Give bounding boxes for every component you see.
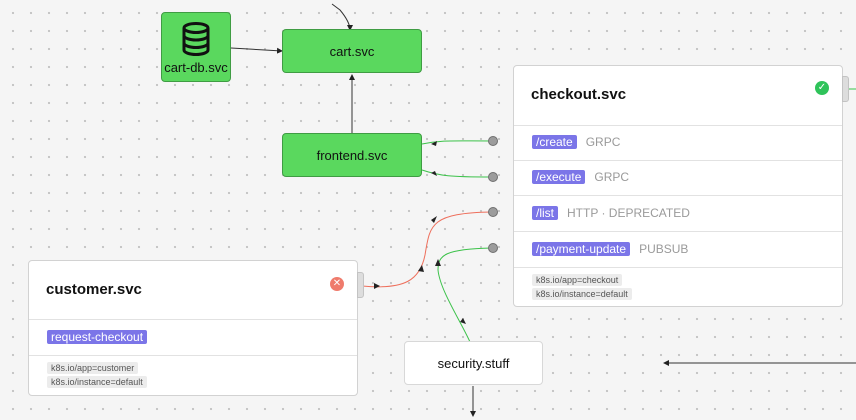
checkout-title: checkout.svc xyxy=(531,86,627,103)
customer-output-handle[interactable] xyxy=(357,272,364,298)
endpoint-protocol: PUBSUB xyxy=(639,242,689,256)
port-create[interactable] xyxy=(488,136,498,146)
divider xyxy=(514,267,842,268)
close-icon[interactable]: ✕ xyxy=(330,277,344,291)
cart-label: cart.svc xyxy=(329,43,375,59)
port-payment-update[interactable] xyxy=(488,243,498,253)
port-execute[interactable] xyxy=(488,172,498,182)
cart-db-label: cart-db.svc xyxy=(164,59,228,75)
endpoint-protocol: GRPC xyxy=(585,135,621,149)
divider xyxy=(29,355,357,356)
k8s-label-chip: k8s.io/instance=default xyxy=(47,376,147,388)
divider xyxy=(29,319,357,320)
edge-security-to-payment xyxy=(437,247,493,343)
k8s-label-chip: k8s.io/app=customer xyxy=(47,362,139,374)
endpoint-protocol: HTTP · DEPRECATED xyxy=(567,206,690,220)
customer-card[interactable]: customer.svc ✕ request-checkout k8s.io/a… xyxy=(28,260,358,396)
endpoint-path: /create xyxy=(532,135,577,149)
database-icon xyxy=(182,21,210,56)
edge-frontend-to-execute xyxy=(421,169,493,178)
check-icon: ✓ xyxy=(815,81,829,95)
divider xyxy=(514,195,842,196)
k8s-label-chip: k8s.io/instance=default xyxy=(532,288,632,300)
security-label: security.stuff xyxy=(437,355,510,371)
k8s-label-chip: k8s.io/app=checkout xyxy=(532,274,623,286)
divider xyxy=(514,160,842,161)
edge-frontend-to-create xyxy=(421,140,493,145)
edge-customer-to-list xyxy=(361,211,493,288)
endpoint-payment-update-row[interactable]: /payment-update PUBSUB xyxy=(532,239,688,259)
security-node[interactable]: security.stuff xyxy=(404,341,543,385)
divider xyxy=(514,231,842,232)
edge-top-to-cart xyxy=(331,3,353,31)
endpoint-path: request-checkout xyxy=(47,330,148,344)
divider xyxy=(514,125,842,126)
endpoint-protocol: GRPC xyxy=(594,170,630,184)
checkout-output-handle[interactable] xyxy=(842,76,849,102)
customer-title: customer.svc xyxy=(46,281,142,298)
endpoint-path: /execute xyxy=(532,170,586,184)
cart-db-node[interactable]: cart-db.svc xyxy=(161,12,231,82)
endpoint-list-row[interactable]: /list HTTP · DEPRECATED xyxy=(532,203,690,223)
edge-cartdb-to-cart xyxy=(230,47,283,54)
endpoint-path: /list xyxy=(532,206,558,220)
endpoint-path: /payment-update xyxy=(532,242,631,256)
port-list[interactable] xyxy=(488,207,498,217)
endpoint-execute-row[interactable]: /execute GRPC xyxy=(532,167,629,187)
frontend-label: frontend.svc xyxy=(316,147,388,163)
frontend-node[interactable]: frontend.svc xyxy=(282,133,422,177)
cart-node[interactable]: cart.svc xyxy=(282,29,422,73)
checkout-card[interactable]: checkout.svc ✓ /create GRPC /execute GRP… xyxy=(513,65,843,307)
endpoint-request-checkout-row[interactable]: request-checkout xyxy=(47,327,148,347)
endpoint-create-row[interactable]: /create GRPC xyxy=(532,132,620,152)
